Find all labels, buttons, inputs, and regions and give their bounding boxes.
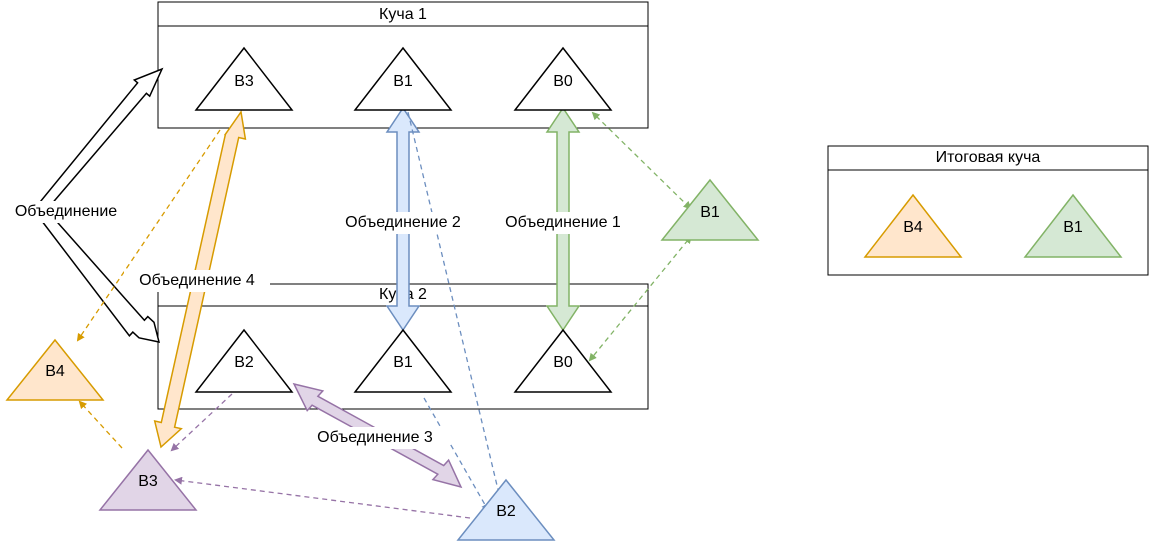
heap2-tree-b2 [194,328,294,393]
link-b2-to-b3 [174,476,471,519]
merge-label: Объединение [15,203,117,220]
heap1-tree-b1-label: B1 [393,73,413,90]
intermediate-tree-b1-green [660,178,760,241]
result-tree-b1-label: B1 [1063,219,1083,236]
heap1-title: Куча 1 [379,6,427,23]
heap2-tree-b0-label: B0 [553,354,573,371]
merge-1-label: Объединение 1 [505,214,621,231]
heap1-tree-b0-label: B0 [553,73,573,90]
heap2-tree-b0 [513,328,613,393]
edge-labels: Объединение Объединение 2 Объединение 1 … [0,201,638,449]
heap2-tree-b1-label: B1 [393,354,413,371]
link-heap2-b1-to-b2 [423,397,489,512]
link-heap1-b3-to-b4 [76,129,221,342]
merge-2-label: Объединение 2 [345,214,461,231]
heap2-trees: B2 B1 B0 [194,328,613,393]
result-tree-b4-label: B4 [903,219,923,236]
intermediate-trees: B1 B4 B3 B2 [5,178,760,541]
result-tree-b4 [863,193,963,258]
merge-3-label: Объединение 3 [317,429,433,446]
intermediate-tree-b3-purple [98,448,198,511]
intermediate-tree-b2-blue [456,478,556,541]
link-heap1-b1-to-b2 [407,111,503,500]
heap1-tree-b1 [353,46,453,111]
heap1-tree-b0 [513,46,613,111]
merge-4-label: Объединение 4 [139,272,255,289]
result-heap-title: Итоговая куча [936,149,1041,166]
link-heap2-b2-to-b3 [170,393,233,452]
intermediate-tree-b4-orange-label: B4 [45,363,65,380]
intermediate-tree-b2-blue-label: B2 [496,503,516,520]
intermediate-tree-b1-green-label: B1 [700,204,720,221]
merge-arrows [32,67,581,489]
heap2-tree-b2-label: B2 [234,354,254,371]
heap1-tree-b3 [194,46,294,111]
link-b3-to-b4 [78,400,123,449]
intermediate-tree-b3-purple-label: B3 [138,473,158,490]
result-tree-b1 [1023,193,1123,258]
intermediate-tree-b4-orange [5,338,105,401]
result-trees: B4 B1 [863,193,1123,258]
link-heap1-b0-to-b1 [591,111,692,210]
heap2-tree-b1 [353,328,453,393]
dashed-connectors [76,111,692,519]
heap1-tree-b3-label: B3 [234,73,254,90]
link-b1-to-heap2-b0 [588,235,692,362]
merge-black-double-arrow [32,67,164,343]
heap1-trees: B3 B1 B0 [194,46,613,111]
